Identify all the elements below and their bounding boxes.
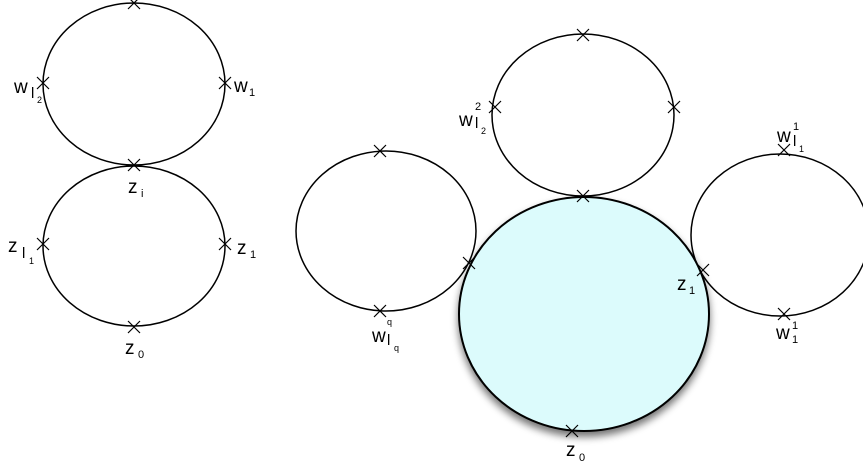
label-main: z (125, 338, 135, 359)
mark (488, 100, 502, 114)
label-main: w (233, 76, 248, 97)
label-sup: q (387, 317, 392, 327)
label-main: z (8, 236, 18, 257)
label-sub: 1 (250, 249, 256, 261)
label-wq-lq: w q l q (371, 317, 399, 353)
label-sub: 1 (249, 87, 255, 99)
mark (127, 320, 141, 334)
mark (36, 76, 50, 90)
label-sup: 1 (793, 121, 799, 133)
label-subsub: 2 (481, 126, 486, 136)
mark (667, 100, 681, 114)
label-sub: 1 (792, 334, 798, 346)
label-main: w (775, 323, 790, 344)
label-z-l1: z l 1 (8, 236, 34, 266)
label-z1-left: z 1 (237, 238, 256, 261)
label-bar: l (475, 115, 478, 132)
mark (373, 304, 387, 318)
label-main: w (776, 126, 791, 147)
label-w1-l1: w 1 l 1 (776, 121, 804, 154)
label-z0-right: z 0 (566, 440, 585, 464)
label-z1-right: z 1 (677, 274, 695, 297)
mark (696, 263, 710, 277)
label-sup: 1 (792, 320, 798, 332)
label-bar: l (31, 85, 34, 102)
left-lower-circle (42, 165, 226, 327)
mark (36, 237, 50, 251)
mark (576, 28, 590, 42)
mark (777, 143, 791, 157)
right-figure (295, 33, 863, 432)
label-sub: 0 (138, 349, 144, 361)
label-main: z (237, 238, 247, 259)
label-main: w (371, 326, 386, 347)
mark (777, 307, 791, 321)
label-w-l2-left: w l 2 (13, 77, 42, 105)
main-disk (458, 196, 710, 432)
top-bubble (491, 33, 675, 197)
label-subsub: 1 (799, 144, 804, 154)
label-subsub: 2 (37, 95, 42, 105)
label-main: w (458, 110, 473, 131)
label-w1-left: w 1 (233, 76, 255, 99)
right-bubble (690, 153, 863, 317)
label-sup: 2 (475, 101, 481, 113)
label-subsub: 1 (29, 256, 34, 266)
label-main: z (128, 177, 138, 198)
mark (218, 237, 232, 251)
label-sub: i (141, 188, 143, 200)
mark (576, 189, 590, 203)
mark (565, 424, 579, 438)
label-bar: l (387, 332, 390, 349)
label-z0-left: z 0 (125, 338, 144, 361)
label-sub: 1 (689, 285, 695, 297)
label-main: w (13, 77, 28, 98)
left-upper-circle (42, 2, 226, 166)
label-main: z (677, 274, 687, 295)
left-bubble (295, 150, 477, 312)
mark (127, 0, 141, 10)
label-w1-1: w 1 1 (775, 320, 798, 346)
mark (462, 256, 476, 270)
mark (127, 158, 141, 172)
label-sub: 0 (579, 452, 585, 464)
label-bar: l (22, 245, 25, 262)
label-w2-l2: w 2 l 2 (458, 101, 486, 136)
label-main: z (566, 440, 576, 461)
label-subsub: q (394, 343, 399, 353)
label-zi: z i (128, 177, 143, 200)
mark (218, 76, 232, 90)
label-bar: l (793, 133, 796, 150)
mark (373, 144, 387, 158)
marks (36, 0, 791, 438)
